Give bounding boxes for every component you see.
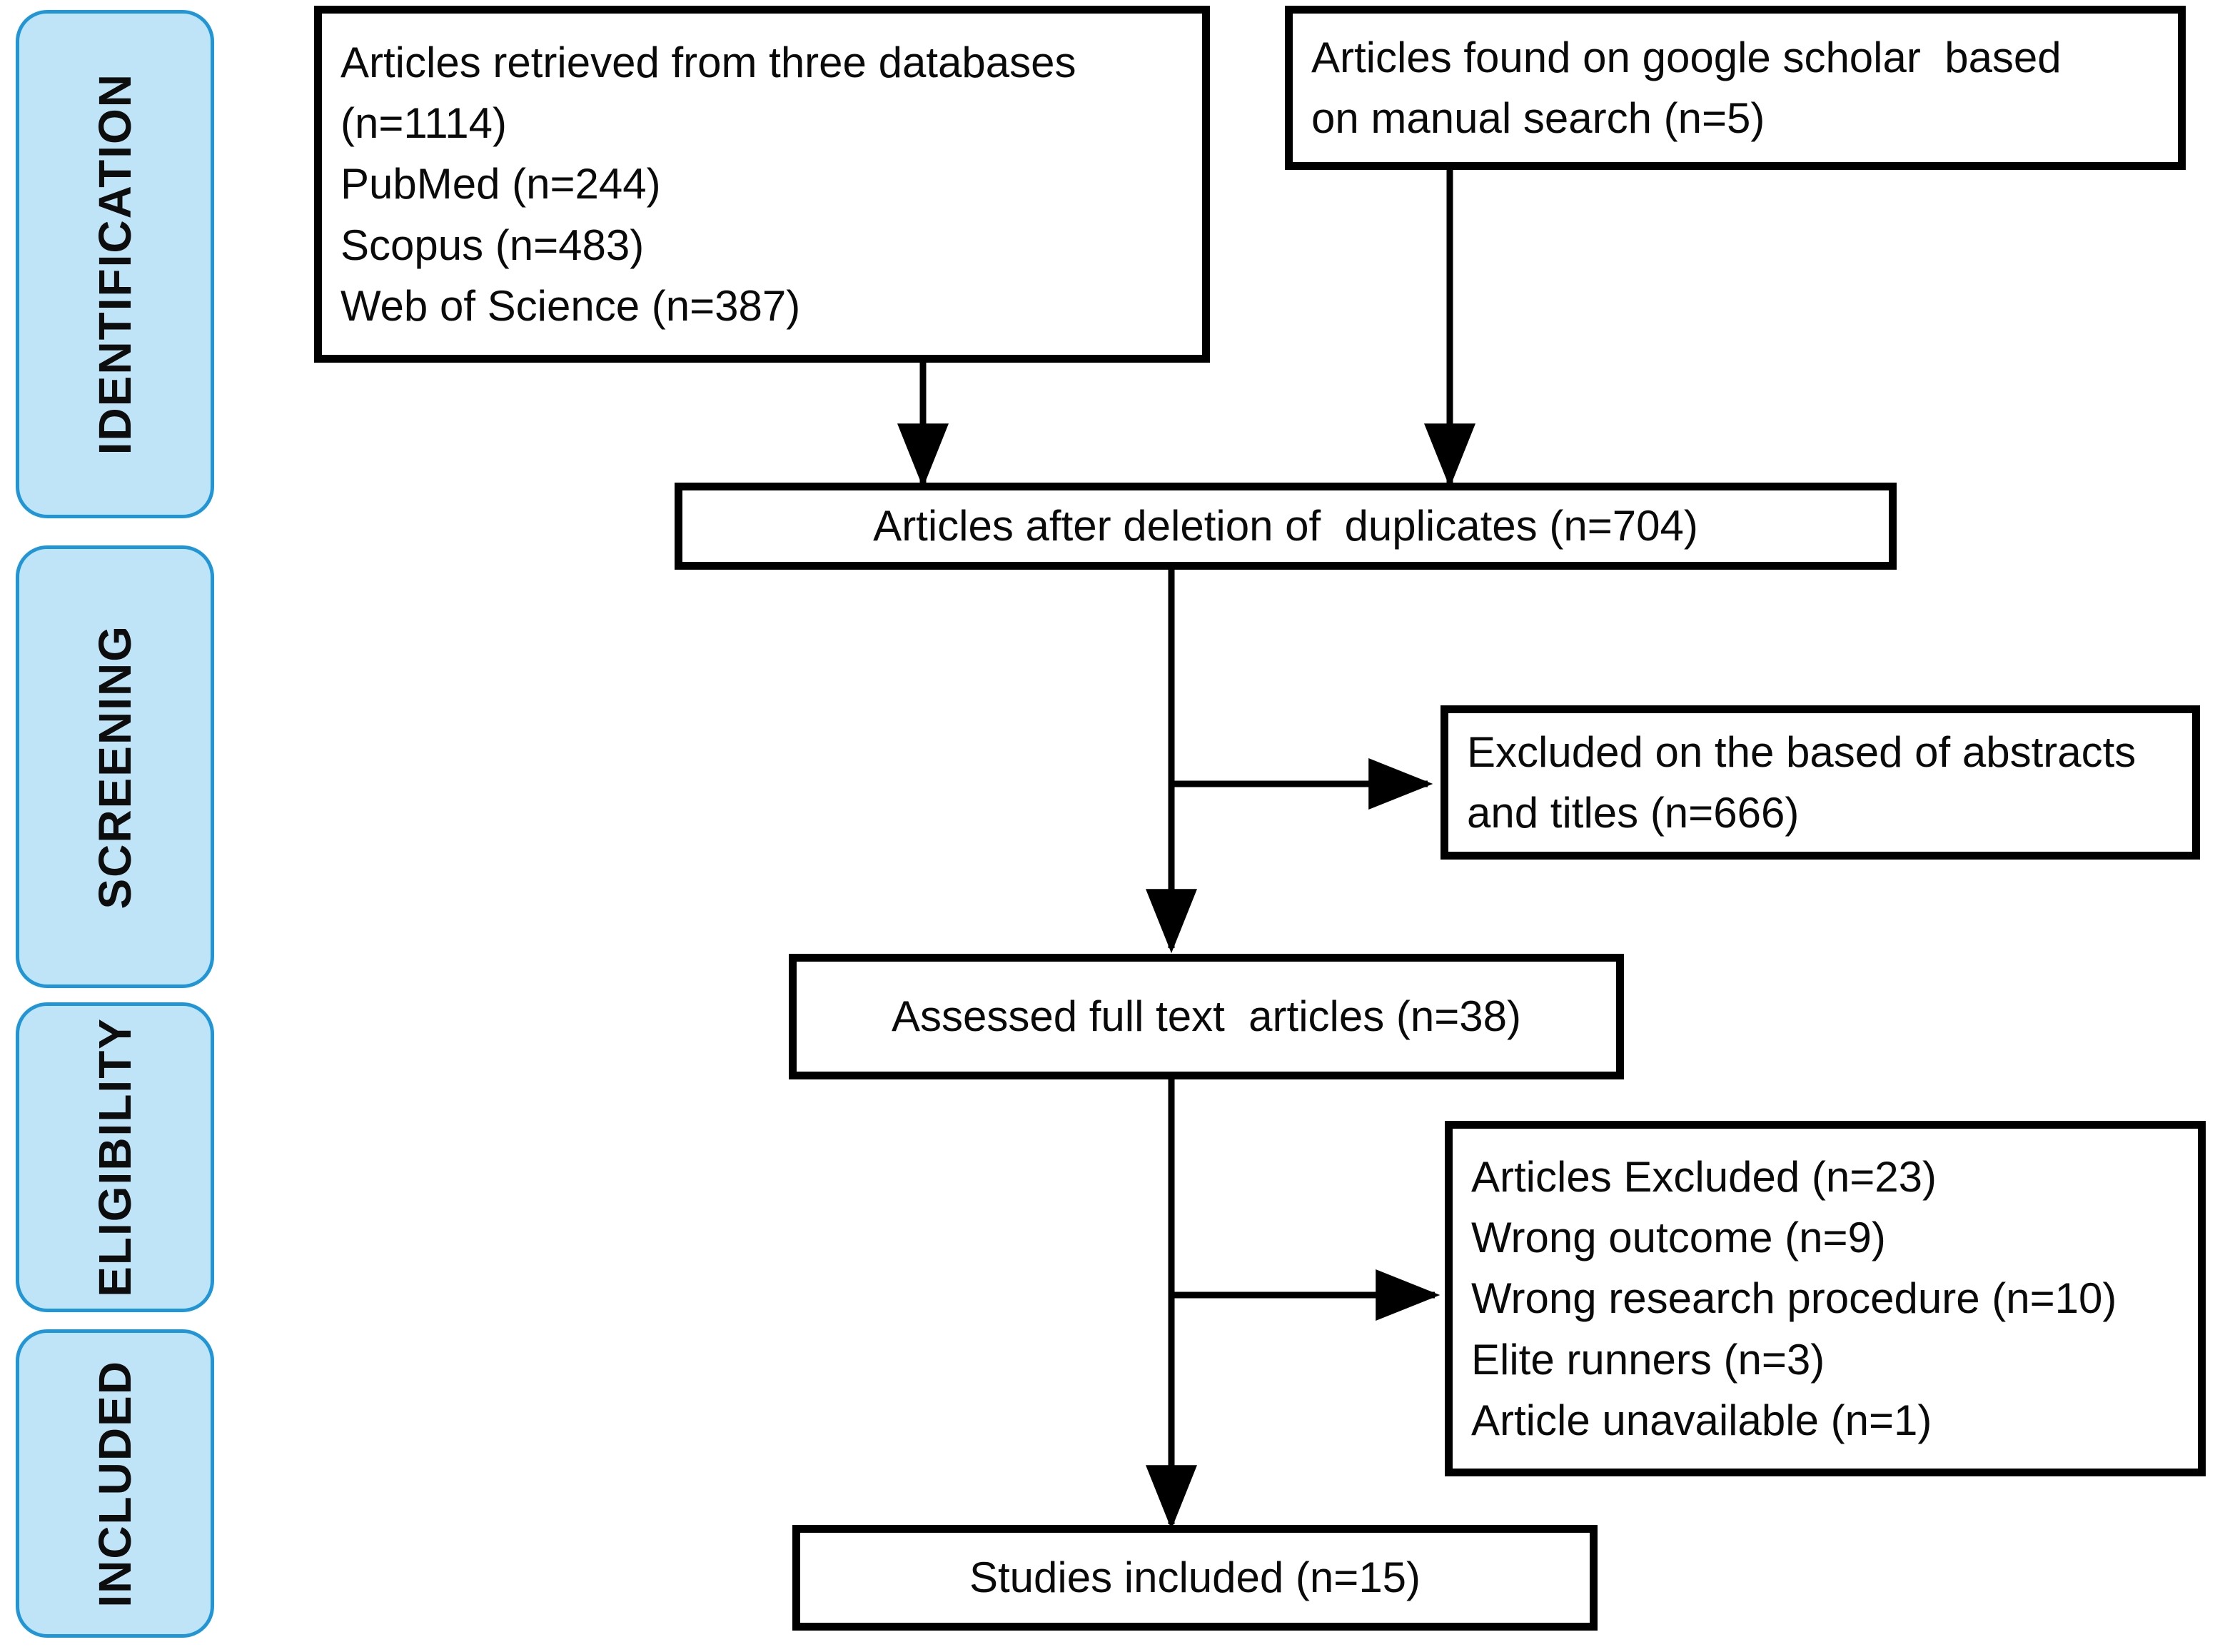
box-articles-excluded-reasons: Articles Excluded (n=23) Wrong outcome (… <box>1445 1121 2206 1476</box>
box-text-excluded-abstracts: Excluded on the based of abstracts and t… <box>1448 722 2192 843</box>
box-text-full-text: Assessed full text articles (n=38) <box>797 986 1616 1047</box>
line-articles-excluded-4: Article unavailable (n=1) <box>1471 1396 1932 1444</box>
box-assessed-full-text-articles: Assessed full text articles (n=38) <box>789 954 1624 1079</box>
box-text-databases: Articles retrieved from three databases … <box>322 32 1202 336</box>
line-databases-4: Web of Science (n=387) <box>340 281 801 330</box>
stage-label-identification: IDENTIFICATION <box>89 73 141 455</box>
line-studies-included-0: Studies included (n=15) <box>969 1553 1421 1602</box>
stage-pill-identification: IDENTIFICATION <box>16 10 214 518</box>
line-articles-excluded-1: Wrong outcome (n=9) <box>1471 1214 1886 1262</box>
box-text-studies-included: Studies included (n=15) <box>800 1547 1590 1608</box>
box-articles-after-duplicates: Articles after deletion of duplicates (n… <box>675 483 1897 570</box>
box-text-duplicates: Articles after deletion of duplicates (n… <box>682 495 1889 556</box>
box-text-articles-excluded: Articles Excluded (n=23) Wrong outcome (… <box>1453 1147 2198 1451</box>
stage-pill-included: INCLUDED <box>16 1329 214 1638</box>
stage-label-eligibility: ELIGIBILITY <box>89 1017 141 1297</box>
line-articles-excluded-3: Elite runners (n=3) <box>1471 1335 1825 1384</box>
stage-pill-screening: SCREENING <box>16 545 214 988</box>
box-studies-included: Studies included (n=15) <box>792 1525 1598 1631</box>
line-duplicates-0: Articles after deletion of duplicates (n… <box>873 502 1698 550</box>
box-articles-google-scholar: Articles found on google scholar based o… <box>1285 6 2186 170</box>
line-databases-3: Scopus (n=483) <box>340 221 645 269</box>
line-full-text-0: Assessed full text articles (n=38) <box>891 992 1522 1041</box>
stage-label-included: INCLUDED <box>89 1359 141 1608</box>
stage-pill-eligibility: ELIGIBILITY <box>16 1002 214 1312</box>
box-articles-retrieved-databases: Articles retrieved from three databases … <box>314 6 1210 363</box>
line-manual-0: Articles found on google scholar based <box>1311 33 2062 81</box>
box-excluded-abstracts-titles: Excluded on the based of abstracts and t… <box>1441 705 2200 860</box>
line-articles-excluded-0: Articles Excluded (n=23) <box>1471 1153 1937 1202</box>
line-databases-2: PubMed (n=244) <box>340 160 661 208</box>
stage-label-screening: SCREENING <box>89 624 141 910</box>
line-databases-0: Articles retrieved from three databases <box>340 39 1076 87</box>
line-databases-1: (n=1114) <box>340 99 507 148</box>
line-excluded-abstracts-0: Excluded on the based of abstracts <box>1467 727 2136 776</box>
line-articles-excluded-2: Wrong research procedure (n=10) <box>1471 1274 2117 1323</box>
line-excluded-abstracts-1: and titles (n=666) <box>1467 789 1800 837</box>
box-text-manual: Articles found on google scholar based o… <box>1293 27 2178 148</box>
line-manual-1: on manual search (n=5) <box>1311 94 1765 142</box>
